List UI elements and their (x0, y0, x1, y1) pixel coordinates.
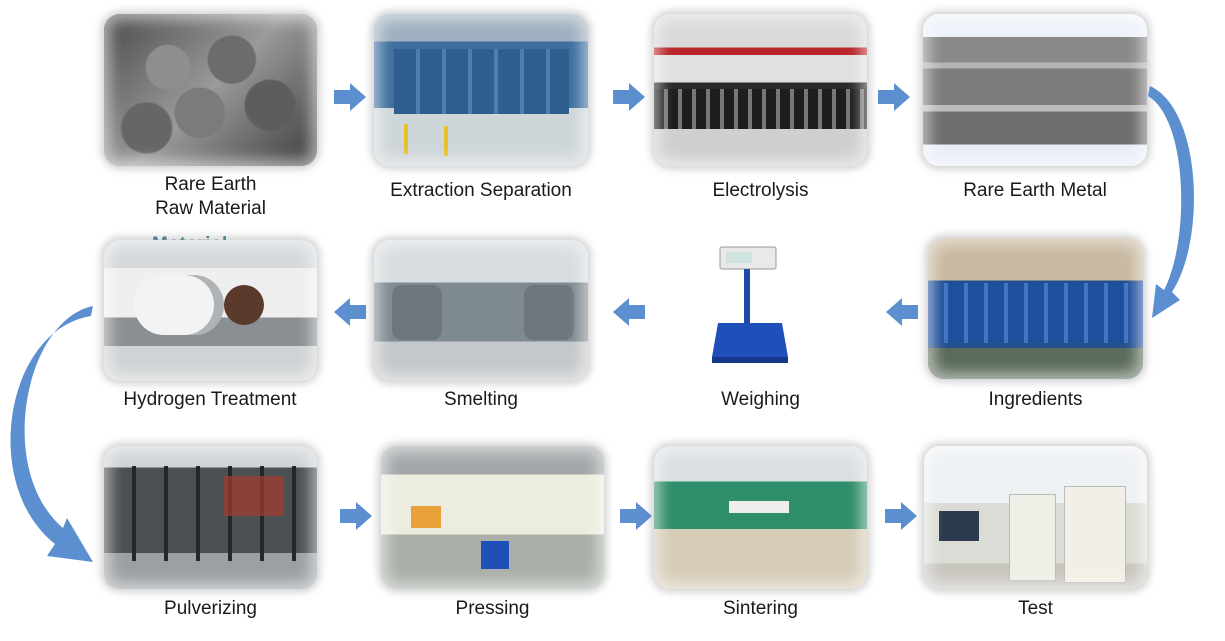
rare-earth-raw-material-photo (104, 14, 317, 166)
left-arrow-icon (613, 298, 645, 326)
curved-arrow-icon (1148, 86, 1194, 318)
curved-arrow-icon (10, 306, 93, 562)
hydrogen-treatment-photo (104, 240, 317, 381)
right-arrow-icon (334, 83, 366, 111)
step-label-pressing: Pressing (455, 598, 530, 619)
sintering-photo (654, 446, 867, 589)
step-label-ingredients: Ingredients (988, 389, 1083, 410)
step-label-test: Test (1018, 598, 1053, 619)
pressing-photo (381, 446, 604, 589)
right-arrow-icon (340, 502, 372, 530)
step-label-electrolysis: Electrolysis (712, 180, 809, 201)
step-label-smelting: Smelting (444, 389, 518, 410)
extraction-separation-photo (374, 14, 588, 166)
left-arrow-icon (334, 298, 366, 326)
step-label-raw-material: Rare Earth Raw Material (155, 174, 266, 219)
right-arrow-icon (620, 502, 652, 530)
left-arrow-icon (886, 298, 918, 326)
right-arrow-icon (878, 83, 910, 111)
step-label-sintering: Sintering (723, 598, 798, 619)
step-label-hydrogen-treatment: Hydrogen Treatment (123, 389, 297, 410)
right-arrow-icon (613, 83, 645, 111)
step-label-pulverizing: Pulverizing (164, 598, 257, 619)
test-lab-photo (924, 446, 1147, 589)
weighing-scale-icon (712, 246, 788, 363)
smelting-photo (374, 240, 588, 381)
pulverizing-photo (104, 446, 317, 589)
ghost-text: Material (152, 234, 228, 244)
ingredients-photo (928, 238, 1143, 379)
electrolysis-photo (654, 14, 867, 166)
step-label-rare-earth-metal: Rare Earth Metal (963, 180, 1107, 201)
right-arrow-icon (885, 502, 917, 530)
step-label-extraction-separation: Extraction Separation (390, 180, 572, 201)
step-label-weighing: Weighing (721, 389, 800, 410)
rare-earth-metal-photo (923, 14, 1147, 166)
